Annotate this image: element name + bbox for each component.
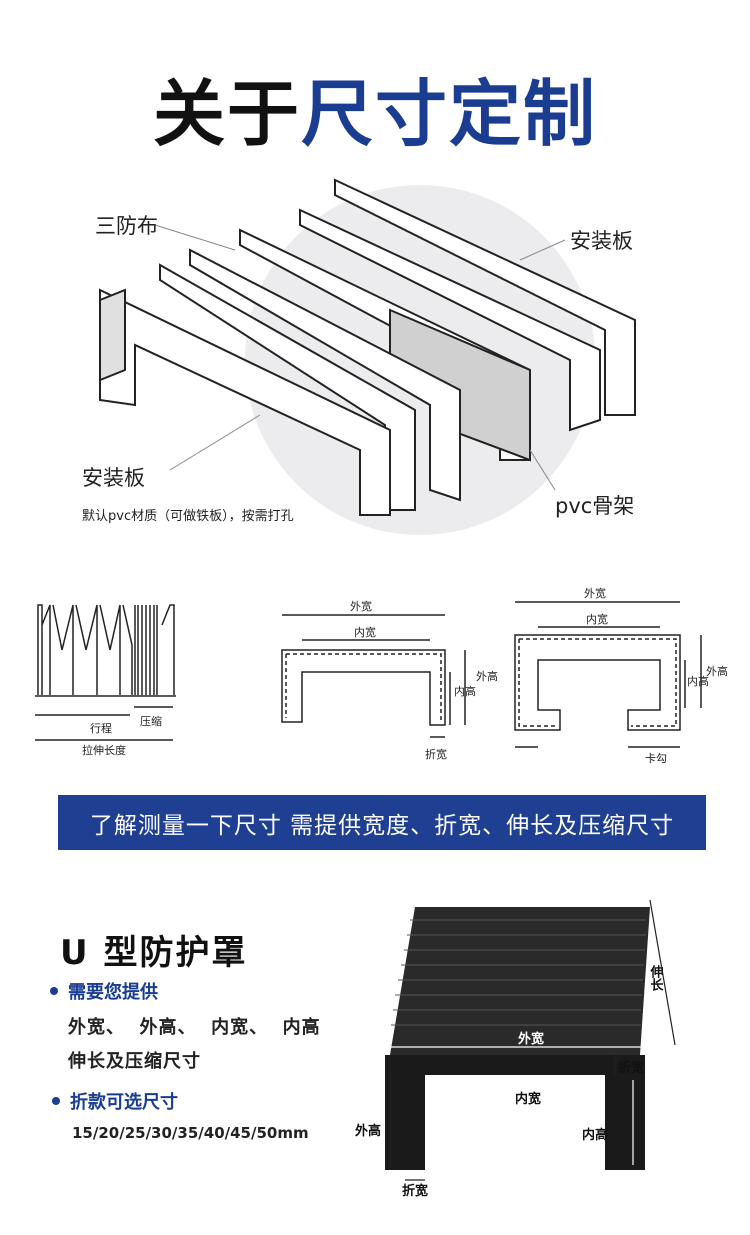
label-frame: pvc骨架 <box>555 494 635 518</box>
label-inner-width: 内宽 <box>354 625 376 639</box>
title-blue: 尺寸定制 <box>301 72 598 156</box>
need-line2: 伸长及压缩尺寸 <box>68 1051 201 1072</box>
label-inner-width-2: 内宽 <box>586 612 608 626</box>
label-hook: 卡勾 <box>645 752 667 765</box>
u-hook-diagram <box>514 601 702 748</box>
title-black: 关于 <box>152 72 301 156</box>
page-title: 关于尺寸定制 <box>0 55 750 160</box>
label-inner-height-2: 内高 <box>687 674 709 688</box>
u-frame-diagram <box>281 614 466 738</box>
dimension-diagrams: 行程 压缩 拉伸长度 外宽 内宽 外高 内高 折宽 外宽 内宽 外高 内高 卡勾 <box>35 586 728 765</box>
photo-inner-height: 内高 <box>582 1127 608 1143</box>
measure-banner: 了解测量一下尺寸 需提供宽度、折宽、伸长及压缩尺寸 <box>58 795 706 850</box>
bullet-icon <box>50 987 58 995</box>
photo-inner-width: 内宽 <box>515 1091 541 1107</box>
label-note: 默认pvc材质（可做铁板），按需打孔 <box>82 509 294 524</box>
label-plate-right: 安装板 <box>570 229 633 253</box>
u-cover-photo: 外宽 折宽 内宽 内高 外高 折宽 伸长 <box>354 899 676 1199</box>
photo-fold-width: 折宽 <box>618 1060 644 1076</box>
need-heading: 需要您提供 <box>50 978 158 1004</box>
label-stroke: 行程 <box>90 722 112 735</box>
label-inner-height: 内高 <box>454 684 476 698</box>
label-outer-height: 外高 <box>476 669 498 683</box>
label-compress: 压缩 <box>140 715 162 728</box>
u-section-title: U 型防护罩 <box>60 933 248 973</box>
photo-fold-width-bottom: 折宽 <box>402 1183 428 1199</box>
label-cloth: 三防布 <box>95 214 158 238</box>
photo-stretch: 伸长 <box>648 964 665 992</box>
bullet-icon <box>52 1097 60 1105</box>
photo-outer-height: 外高 <box>354 1123 381 1139</box>
label-outer-height-2: 外高 <box>706 664 728 678</box>
bellows-exploded-illustration <box>99 178 636 535</box>
label-outer-width-2: 外宽 <box>584 586 606 600</box>
label-fold-width: 折宽 <box>425 747 447 761</box>
label-stretch: 拉伸长度 <box>82 743 126 757</box>
need-line1: 外宽、 外高、 内宽、 内高 <box>68 1017 321 1038</box>
bellows-side-diagram <box>35 604 176 741</box>
need-label: 需要您提供 <box>68 982 158 1003</box>
label-outer-width: 外宽 <box>350 599 372 613</box>
fold-label: 折款可选尺寸 <box>70 1092 178 1113</box>
fold-heading: 折款可选尺寸 <box>52 1088 178 1114</box>
fold-sizes: 15/20/25/30/35/40/45/50mm <box>72 1124 309 1142</box>
photo-outer-width: 外宽 <box>517 1031 544 1047</box>
label-plate-left: 安装板 <box>82 466 145 490</box>
